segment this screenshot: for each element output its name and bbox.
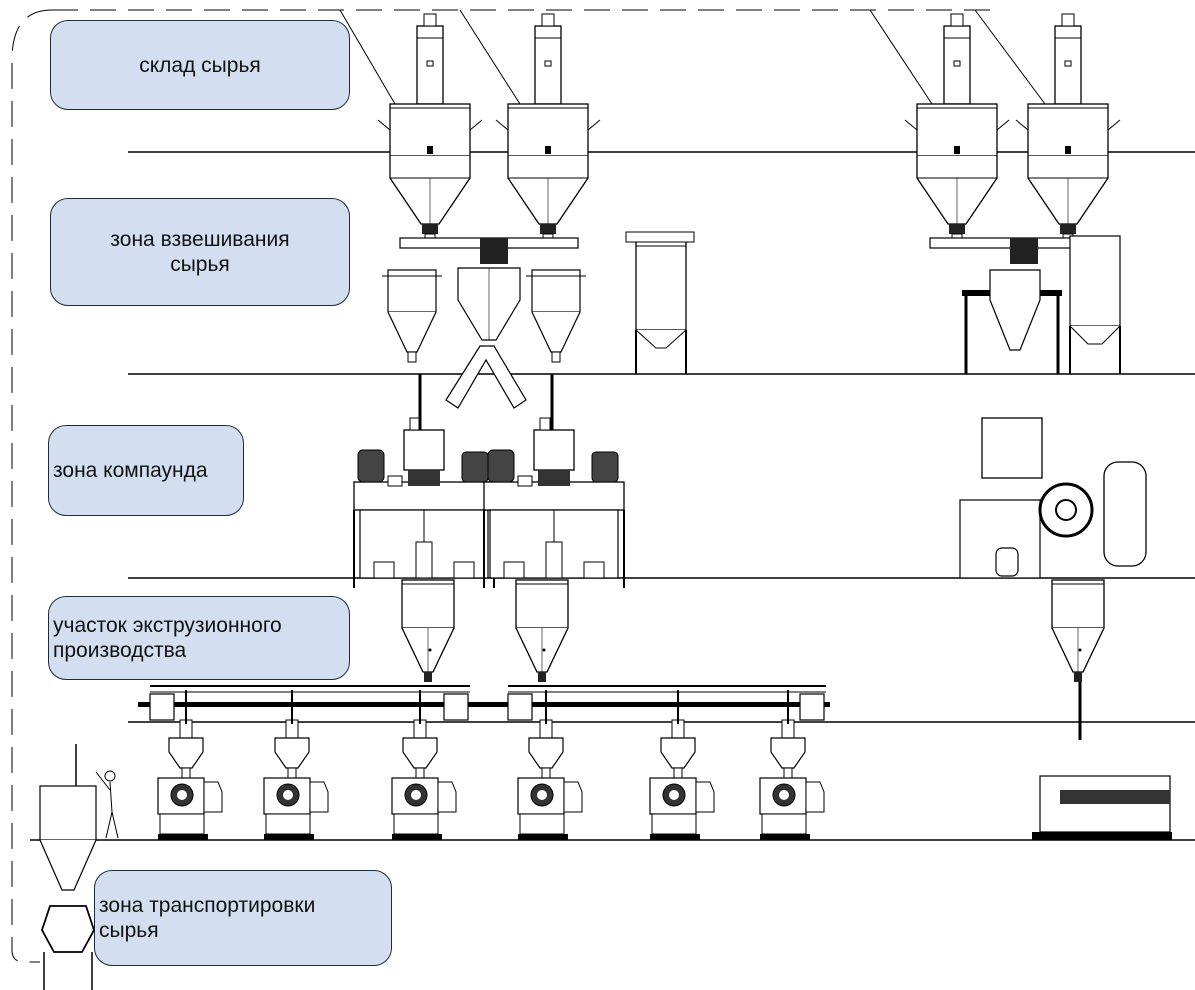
zone-label-compounding-text: зона компаунда [53,459,208,482]
zone-label-transport: зона транспортировки сырья [94,870,392,966]
zone-label-raw-storage-text: склад сырья [139,53,261,77]
zone-label-extrusion: участок экструзионного производства [48,596,350,680]
zone-label-transport-text: зона транспортировки сырья [99,894,316,942]
zone-label-raw-storage: склад сырья [50,20,350,110]
zone-label-weighing: зона взвешивания сырья [50,198,350,306]
zone-label-compounding: зона компаунда [48,425,244,516]
zone-label-extrusion-text: участок экструзионного производства [53,614,282,662]
zone-label-weighing-text: зона взвешивания сырья [110,228,290,276]
